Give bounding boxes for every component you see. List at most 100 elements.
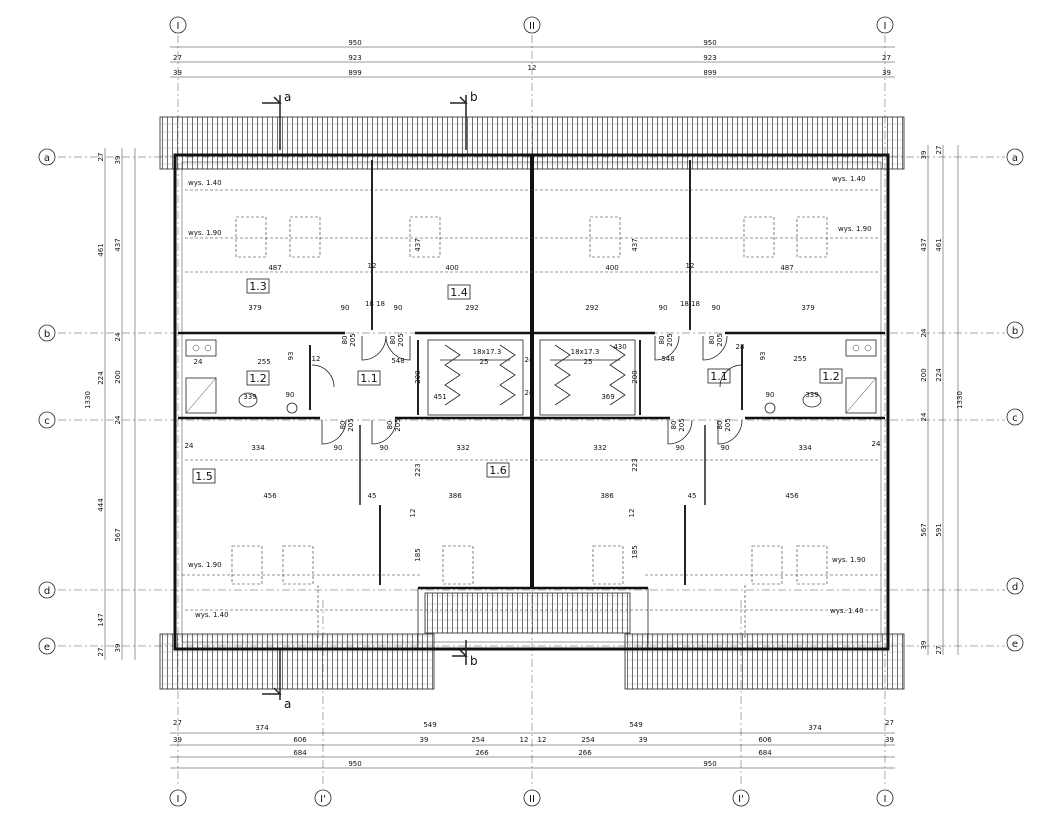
svg-text:205: 205	[347, 418, 355, 431]
svg-text:90: 90	[676, 444, 685, 452]
svg-text:451: 451	[433, 393, 446, 401]
svg-text:90: 90	[659, 304, 668, 312]
svg-text:39: 39	[920, 641, 928, 650]
svg-text:1.5: 1.5	[195, 470, 213, 483]
svg-text:27: 27	[885, 719, 894, 727]
svg-text:205: 205	[666, 333, 674, 346]
svg-text:wys. 1.40: wys. 1.40	[830, 607, 864, 615]
room-label-1-5: 1.5	[192, 468, 216, 484]
svg-text:205: 205	[349, 333, 357, 346]
svg-text:606: 606	[758, 736, 772, 744]
svg-text:39: 39	[420, 736, 429, 744]
axis-bubble-bottom-II: II	[523, 789, 541, 807]
svg-text:923: 923	[703, 54, 716, 62]
svg-text:437: 437	[920, 238, 928, 251]
svg-text:90: 90	[286, 391, 295, 399]
svg-text:205: 205	[724, 418, 732, 431]
svg-text:27: 27	[935, 646, 943, 655]
roof-eave-bottom-right	[624, 633, 905, 690]
svg-text:899: 899	[703, 69, 716, 77]
axis-bubble-left-a: a	[38, 148, 56, 166]
svg-text:339: 339	[243, 393, 256, 401]
svg-text:223: 223	[414, 463, 422, 476]
svg-text:39: 39	[639, 736, 648, 744]
svg-text:90: 90	[712, 304, 721, 312]
room-labels: 1.3 1.4 1.2 1.1 1.1 1.2 1.5 1.6	[192, 278, 843, 484]
svg-text:12: 12	[628, 509, 636, 518]
room-label-1-6: 1.6	[486, 462, 510, 478]
svg-text:18 18: 18 18	[365, 300, 385, 308]
svg-text:24: 24	[920, 412, 928, 421]
svg-text:332: 332	[456, 444, 469, 452]
svg-text:1.2: 1.2	[822, 370, 840, 383]
svg-text:255: 255	[793, 355, 806, 363]
axis-bubble-top-II: II	[523, 16, 541, 34]
svg-text:wys. 1.90: wys. 1.90	[188, 229, 222, 237]
dims-left: 27 461 224 444 147 27 39 437 24 200 24 5…	[84, 153, 122, 657]
svg-text:456: 456	[263, 492, 277, 500]
svg-text:205: 205	[394, 418, 402, 431]
svg-text:567: 567	[114, 528, 122, 541]
height-notes: wys. 1.40 wys. 1.90 wys. 1.40 wys. 1.90 …	[188, 175, 872, 619]
svg-text:24: 24	[525, 356, 534, 364]
svg-text:II: II	[529, 794, 535, 805]
svg-text:606: 606	[293, 736, 307, 744]
axis-bubbles: I II I I I' II I' I a b c d e a b c d e	[38, 16, 1024, 807]
svg-text:45: 45	[368, 492, 377, 500]
svg-text:24: 24	[114, 332, 122, 341]
svg-text:12: 12	[538, 736, 547, 744]
svg-text:d: d	[1012, 582, 1018, 593]
svg-text:80: 80	[658, 336, 666, 345]
svg-text:254: 254	[471, 736, 485, 744]
svg-text:wys. 1.40: wys. 1.40	[195, 611, 229, 619]
svg-text:12: 12	[368, 262, 377, 270]
roof-eave-dormer	[424, 592, 631, 634]
svg-text:205: 205	[678, 418, 686, 431]
sink-icon	[286, 402, 298, 414]
svg-text:45: 45	[688, 492, 697, 500]
svg-text:374: 374	[808, 724, 822, 732]
svg-text:549: 549	[629, 721, 642, 729]
svg-text:950: 950	[348, 39, 361, 47]
svg-text:I: I	[884, 21, 887, 32]
svg-text:205: 205	[716, 333, 724, 346]
svg-text:1.1: 1.1	[710, 370, 728, 383]
svg-text:923: 923	[348, 54, 361, 62]
svg-text:369: 369	[601, 393, 614, 401]
svg-text:27: 27	[173, 719, 182, 727]
svg-text:461: 461	[97, 243, 105, 256]
svg-text:549: 549	[423, 721, 436, 729]
svg-text:200: 200	[631, 370, 639, 383]
svg-text:205: 205	[397, 333, 405, 346]
svg-text:39: 39	[173, 69, 182, 77]
axis-bubble-left-b: b	[38, 324, 56, 342]
svg-text:18x17.3: 18x17.3	[473, 348, 502, 356]
section-mark-b-top: b	[450, 90, 478, 150]
svg-text:wys. 1.90: wys. 1.90	[832, 556, 866, 564]
svg-text:437: 437	[631, 238, 639, 251]
svg-text:379: 379	[801, 304, 814, 312]
dimension-lines	[104, 46, 959, 769]
svg-text:c: c	[44, 416, 50, 427]
svg-text:12: 12	[312, 355, 321, 363]
svg-text:I: I	[177, 21, 180, 32]
svg-text:b: b	[1012, 326, 1018, 337]
axis-bubble-bottom-Ipp: I'	[732, 789, 750, 807]
svg-text:437: 437	[114, 238, 122, 251]
svg-text:332: 332	[593, 444, 606, 452]
svg-text:27: 27	[935, 146, 943, 155]
svg-text:374: 374	[255, 724, 269, 732]
axis-bubble-left-d: d	[38, 581, 56, 599]
svg-text:I: I	[177, 794, 180, 805]
svg-text:400: 400	[445, 264, 458, 272]
axis-bubble-left-c: c	[38, 411, 56, 429]
svg-text:437: 437	[414, 238, 422, 251]
svg-text:200: 200	[114, 370, 122, 383]
svg-text:223: 223	[631, 458, 639, 471]
svg-text:I': I'	[320, 794, 326, 805]
svg-text:d: d	[44, 586, 50, 597]
svg-text:c: c	[1012, 413, 1018, 424]
svg-text:a: a	[284, 90, 291, 104]
svg-text:90: 90	[721, 444, 730, 452]
room-label-1-1-left: 1.1	[357, 370, 381, 386]
